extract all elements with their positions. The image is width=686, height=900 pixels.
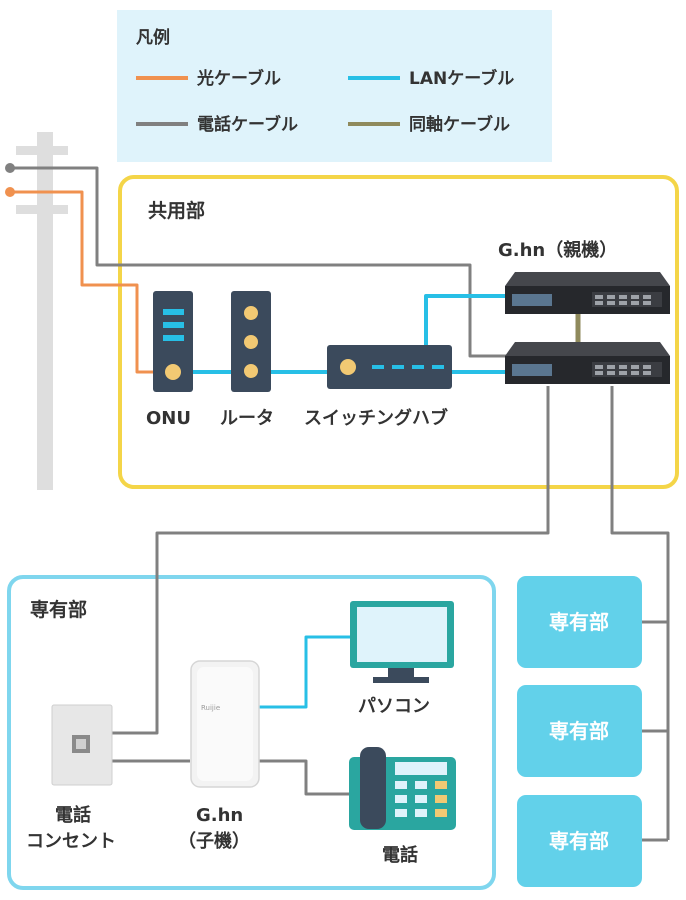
unit-label-3: 専有部 [549,829,609,853]
legend-fiber-label: 光ケーブル [196,68,281,89]
unit-label-2: 専有部 [549,719,609,743]
legend-phone-label: 電話ケーブル [197,114,298,135]
onu-device [153,291,193,392]
lan-cable-hub-master1 [424,294,506,346]
hub-label: スイッチングハブ [304,407,448,429]
outlet-label-line2: コンセント [26,831,116,852]
phone-outlet-device [51,704,113,786]
ghn-master-unit-2 [505,342,670,384]
fiber-cable [10,190,160,374]
lan-cable-pc [259,635,352,709]
legend-coax-label: 同軸ケーブル [409,114,510,135]
telephone-label: 電話 [382,844,418,866]
unit-box-3: 専有部 [517,795,642,887]
utility-pole [16,132,68,490]
phone-cable-telephone [259,759,352,796]
ghn-master-unit-1 [505,272,670,314]
legend-lan-label: LANケーブル [409,68,514,89]
shared-area-box [118,175,679,489]
unit-box-1: 専有部 [517,576,642,668]
legend: 凡例 光ケーブル LANケーブル 電話ケーブル 同軸ケーブル [117,10,552,162]
router-device [231,291,271,392]
pc-monitor-icon [350,601,454,683]
cables [10,166,670,842]
ghn-brand-logo: Ruijie [201,704,220,712]
router-label: ルータ [220,408,274,429]
outlet-label-line1: 電話 [55,804,91,826]
ghn-child-device: Ruijie [190,660,260,788]
unit-label-1: 専有部 [549,610,609,634]
legend-box [117,10,552,162]
phone-cable-pole [10,166,506,358]
switching-hub-device [327,345,452,389]
master-label: G.hn（親機） [498,239,617,261]
onu-label: ONU [146,408,191,429]
phone-cable-outlet [112,386,550,735]
phone-wire-node [5,163,15,173]
fiber-wire-node [5,187,15,197]
pc-label: パソコン [358,696,430,717]
ghn-child-label-line1: G.hn [196,805,243,826]
telephone-icon [349,747,456,830]
legend-title: 凡例 [136,27,170,48]
private-area-title: 専有部 [30,598,87,621]
unit-box-2: 専有部 [517,685,642,777]
ghn-child-label-line2: （子機） [178,830,250,852]
phone-cable-units [610,386,670,840]
private-area-box [7,575,496,890]
shared-area-title: 共用部 [148,199,205,222]
